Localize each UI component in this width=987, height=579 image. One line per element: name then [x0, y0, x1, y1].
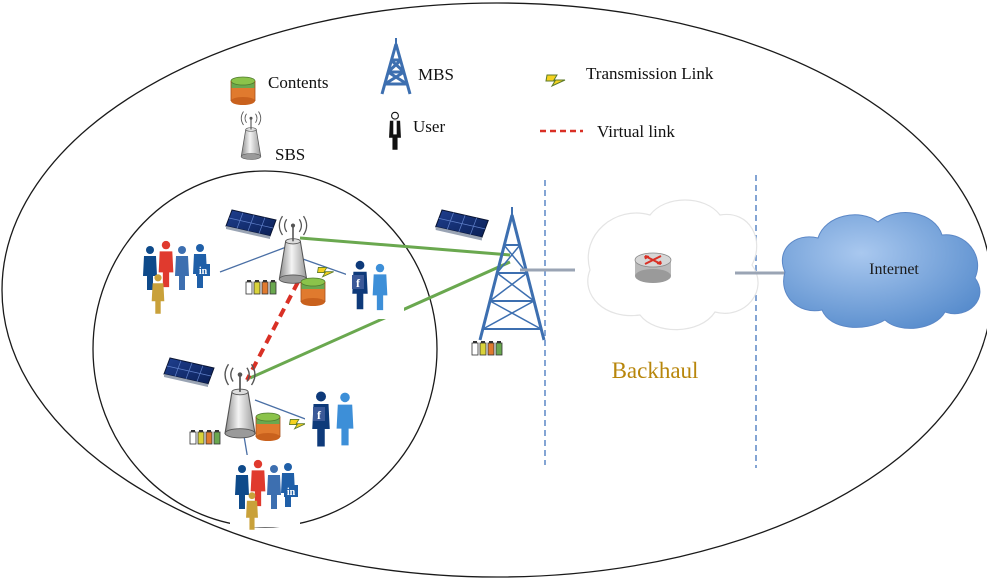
virtual-link-sbs1-sbs2	[245, 281, 300, 381]
storage-icon	[230, 76, 256, 106]
solar-panel-icon	[435, 209, 489, 241]
feeder-link-sbs2-right	[254, 399, 309, 421]
lightning-icon	[545, 74, 566, 87]
legend: Contents SBS MBS User Transmission Link …	[230, 38, 714, 164]
lightning-icon	[289, 419, 307, 430]
legend-sbs-label: SBS	[275, 145, 305, 164]
facebook-glyph: f	[356, 276, 361, 290]
transmission-link-sbs1-mbs	[299, 236, 511, 257]
cloud-icon	[781, 212, 981, 329]
social-users-icon: f	[305, 385, 371, 455]
legend-user-label: User	[413, 117, 445, 136]
battery-icon	[189, 429, 221, 445]
solar-panel-icon	[163, 357, 215, 388]
battery-icon	[471, 340, 503, 356]
linkedin-glyph: in	[199, 266, 208, 277]
router-icon	[634, 252, 672, 283]
feeder-link-sbs1-left	[219, 245, 290, 273]
storage-icon	[255, 412, 281, 442]
linkedin-glyph: in	[287, 487, 296, 498]
backhaul-label: Backhaul	[612, 358, 699, 383]
transmission-link-sbs2-mbs	[249, 260, 511, 380]
legend-mbs-label: MBS	[418, 65, 454, 84]
mbs-tower-icon	[478, 207, 546, 341]
backhaul-cloud-outline	[587, 199, 759, 331]
storage-icon	[300, 277, 326, 307]
legend-transmission-link-label: Transmission Link	[586, 64, 714, 83]
legend-contents-label: Contents	[268, 73, 328, 92]
sbs-icon	[278, 215, 308, 285]
social-users-icon: f	[346, 255, 404, 319]
social-users-icon: in	[230, 455, 300, 530]
solar-panel-icon	[225, 209, 277, 240]
sbs-icon	[224, 363, 256, 439]
user-icon	[389, 111, 401, 150]
social-users-icon: in	[138, 236, 214, 314]
feeder-link-sbs1-right	[299, 257, 349, 276]
mbs-tower-icon	[380, 38, 412, 95]
internet-label: Internet	[869, 261, 919, 278]
legend-virtual-link-label: Virtual link	[597, 122, 675, 141]
sbs-icon	[240, 110, 262, 161]
facebook-glyph: f	[317, 408, 322, 422]
battery-icon	[245, 279, 277, 295]
